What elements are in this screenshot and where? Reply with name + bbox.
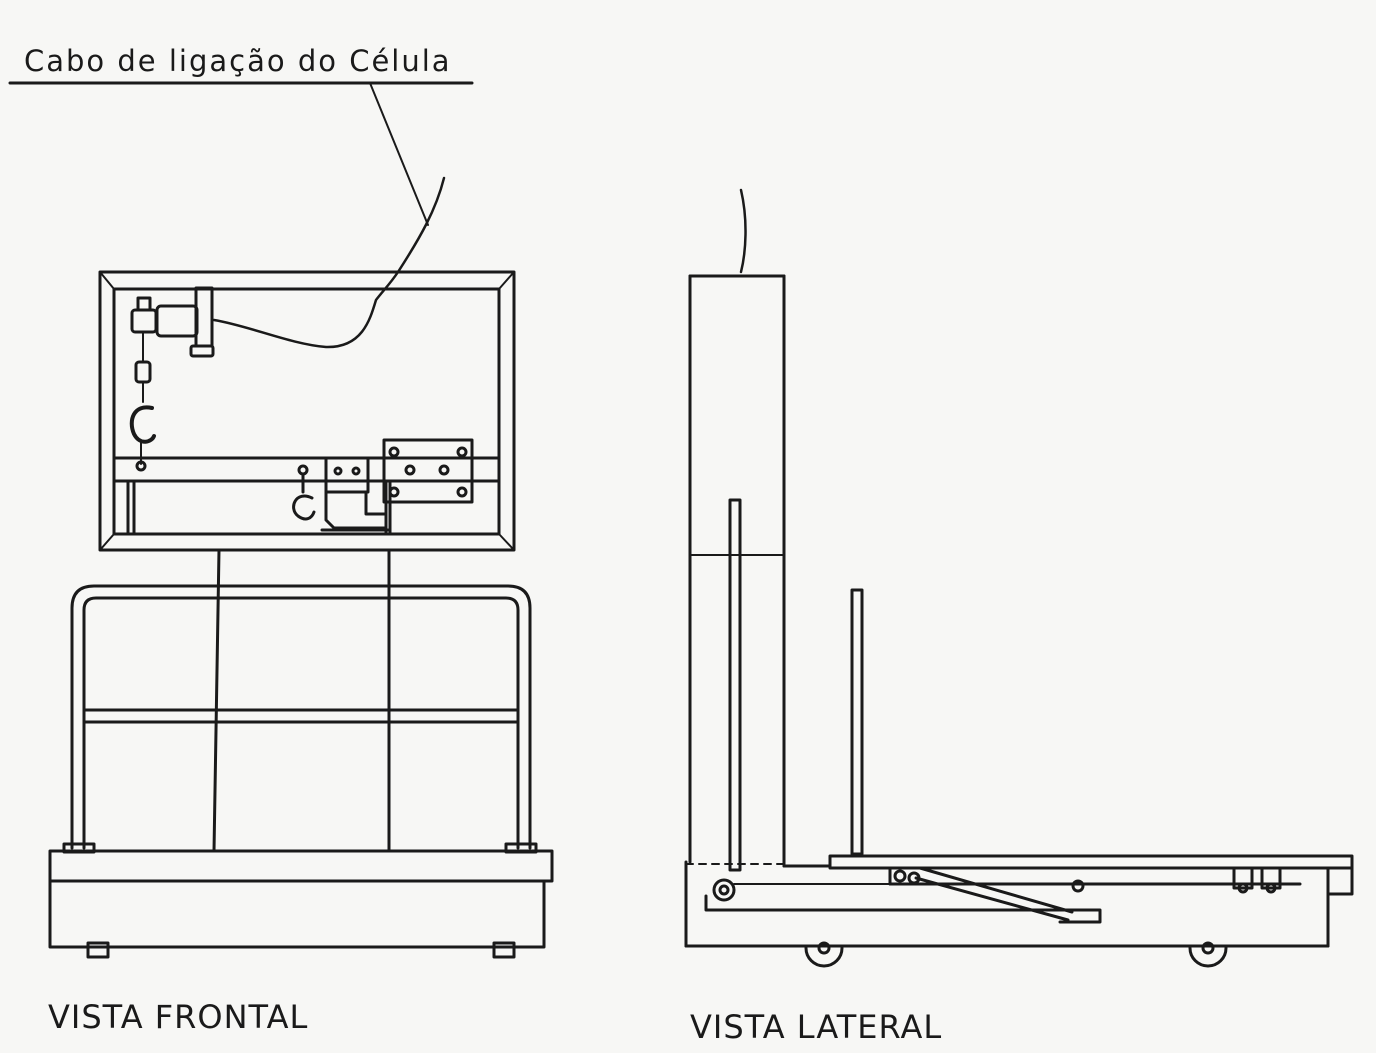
- side-wheels: [804, 941, 1228, 968]
- cable-callout-label: Cabo de ligação do Célula: [24, 44, 452, 78]
- front-rail: [112, 456, 501, 536]
- mount-plate: [382, 438, 474, 504]
- lever-hook: [292, 464, 316, 521]
- front-view: [48, 176, 554, 959]
- front-platform: [48, 849, 554, 959]
- side-column: [688, 274, 786, 872]
- front-cable: [212, 176, 446, 349]
- pivot-bracket: [320, 456, 390, 532]
- front-view-label: VISTA FRONTAL: [48, 998, 309, 1036]
- side-view-label: VISTA LATERAL: [690, 1008, 943, 1046]
- side-cable: [739, 188, 747, 274]
- callout-leader: [8, 81, 474, 226]
- load-cell: [129, 286, 215, 472]
- front-column: [212, 548, 391, 853]
- front-guard-rail: [62, 584, 538, 854]
- front-head-box: [98, 270, 516, 552]
- side-lever: [704, 866, 1282, 924]
- side-view: [684, 188, 1354, 968]
- side-post: [850, 588, 864, 856]
